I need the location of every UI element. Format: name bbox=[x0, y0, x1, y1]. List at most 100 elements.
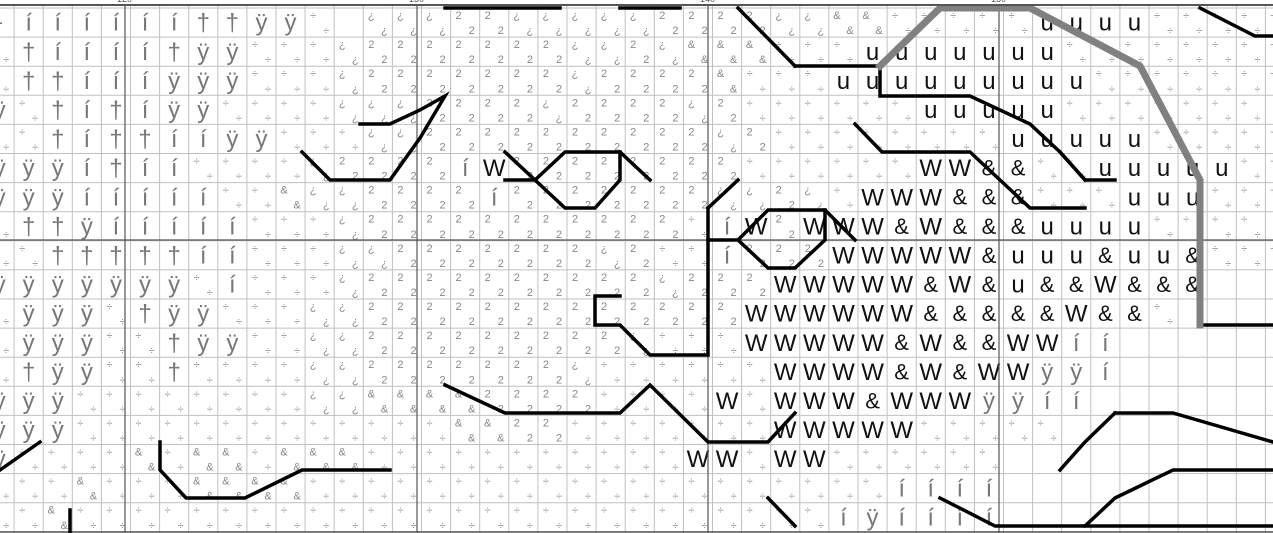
svg-text:ÿ: ÿ bbox=[197, 97, 209, 124]
svg-text:÷: ÷ bbox=[1008, 417, 1014, 429]
svg-text:W: W bbox=[949, 242, 972, 269]
svg-text:†: † bbox=[109, 97, 122, 124]
svg-text:÷: ÷ bbox=[323, 142, 329, 154]
svg-text:÷: ÷ bbox=[572, 505, 578, 517]
svg-text:÷: ÷ bbox=[1125, 68, 1131, 80]
svg-text:÷: ÷ bbox=[294, 142, 300, 154]
svg-text:2: 2 bbox=[630, 156, 636, 168]
svg-text:&: & bbox=[982, 272, 997, 297]
svg-text:÷: ÷ bbox=[1241, 156, 1247, 168]
svg-text:í: í bbox=[113, 39, 120, 66]
svg-text:÷: ÷ bbox=[805, 126, 811, 138]
svg-text:÷: ÷ bbox=[119, 345, 125, 357]
svg-text:ÿ: ÿ bbox=[52, 155, 64, 182]
svg-text:&: & bbox=[368, 388, 376, 400]
svg-text:¿: ¿ bbox=[339, 68, 346, 80]
pattern-grid[interactable]: -íííííí††ÿÿ÷÷¿¿¿¿¿¿2222¿¿¿¿¿¿¿¿¿¿2222222… bbox=[0, 6, 1273, 533]
svg-text:÷: ÷ bbox=[701, 491, 707, 503]
svg-text:÷: ÷ bbox=[601, 417, 607, 429]
svg-text:2: 2 bbox=[585, 258, 591, 270]
svg-text:†: † bbox=[51, 68, 64, 95]
svg-text:í: í bbox=[724, 242, 731, 269]
backstitch-lines-black bbox=[0, 6, 1273, 533]
svg-text:&: & bbox=[264, 491, 272, 503]
svg-text:W: W bbox=[861, 242, 884, 269]
svg-text:&: & bbox=[293, 200, 301, 212]
ruler-label: 130 bbox=[409, 0, 424, 4]
svg-text:÷: ÷ bbox=[135, 505, 141, 517]
svg-text:÷: ÷ bbox=[252, 156, 258, 168]
svg-text:÷: ÷ bbox=[1241, 68, 1247, 80]
svg-text:ÿ: ÿ bbox=[255, 126, 267, 153]
svg-text:÷: ÷ bbox=[281, 272, 287, 284]
svg-text:2: 2 bbox=[659, 126, 665, 138]
svg-text:÷: ÷ bbox=[90, 433, 96, 445]
svg-text:÷: ÷ bbox=[252, 330, 258, 342]
svg-text:÷: ÷ bbox=[630, 505, 636, 517]
svg-text:÷: ÷ bbox=[1154, 68, 1160, 80]
svg-text:u: u bbox=[1128, 10, 1141, 37]
svg-text:†: † bbox=[51, 126, 64, 153]
svg-text:¿: ¿ bbox=[410, 112, 417, 124]
svg-text:&: & bbox=[468, 433, 476, 445]
svg-text:÷: ÷ bbox=[1125, 39, 1131, 51]
svg-text:÷: ÷ bbox=[1167, 54, 1173, 66]
svg-text:÷: ÷ bbox=[135, 476, 141, 488]
svg-text:2: 2 bbox=[672, 25, 678, 37]
svg-text:2: 2 bbox=[688, 156, 694, 168]
svg-text:÷: ÷ bbox=[1212, 126, 1218, 138]
svg-text:W: W bbox=[949, 388, 972, 415]
svg-text:2: 2 bbox=[498, 258, 504, 270]
svg-text:¿: ¿ bbox=[630, 10, 637, 22]
svg-text:í: í bbox=[200, 213, 207, 240]
svg-text:&: & bbox=[1098, 301, 1113, 326]
svg-text:÷: ÷ bbox=[1270, 126, 1273, 138]
svg-text:u: u bbox=[1128, 213, 1141, 240]
svg-text:÷: ÷ bbox=[1254, 54, 1260, 66]
svg-text:-: - bbox=[0, 11, 3, 33]
svg-text:¿: ¿ bbox=[339, 97, 346, 109]
svg-text:&: & bbox=[222, 447, 230, 459]
svg-text:u: u bbox=[1157, 184, 1170, 211]
svg-text:¿: ¿ bbox=[601, 243, 608, 255]
svg-text:÷: ÷ bbox=[950, 447, 956, 459]
svg-text:¿: ¿ bbox=[397, 10, 404, 22]
svg-text:÷: ÷ bbox=[440, 462, 446, 474]
svg-text:÷: ÷ bbox=[194, 505, 200, 517]
svg-text:÷: ÷ bbox=[310, 126, 316, 138]
svg-text:2: 2 bbox=[543, 126, 549, 138]
svg-text:2: 2 bbox=[381, 374, 387, 386]
svg-text:2: 2 bbox=[701, 142, 707, 154]
svg-text:í: í bbox=[142, 68, 149, 95]
svg-text:÷: ÷ bbox=[1254, 25, 1260, 37]
svg-text:÷: ÷ bbox=[1067, 185, 1073, 197]
svg-text:2: 2 bbox=[514, 68, 520, 80]
svg-text:2: 2 bbox=[731, 25, 737, 37]
svg-text:÷: ÷ bbox=[352, 433, 358, 445]
svg-text:ÿ: ÿ bbox=[110, 272, 122, 299]
svg-text:¿: ¿ bbox=[585, 25, 592, 37]
svg-text:÷: ÷ bbox=[165, 388, 171, 400]
svg-text:÷: ÷ bbox=[281, 243, 287, 255]
svg-text:÷: ÷ bbox=[1138, 112, 1144, 124]
svg-text:¿: ¿ bbox=[601, 10, 608, 22]
svg-text:2: 2 bbox=[601, 272, 607, 284]
svg-text:2: 2 bbox=[614, 142, 620, 154]
svg-text:÷: ÷ bbox=[236, 316, 242, 328]
svg-text:2: 2 bbox=[485, 10, 491, 22]
svg-text:&: & bbox=[730, 54, 738, 66]
svg-text:¿: ¿ bbox=[397, 126, 404, 138]
svg-text:2: 2 bbox=[672, 83, 678, 95]
svg-text:÷: ÷ bbox=[747, 68, 753, 80]
svg-text:÷: ÷ bbox=[1225, 200, 1231, 212]
svg-text:÷: ÷ bbox=[3, 229, 9, 241]
svg-text:÷: ÷ bbox=[876, 171, 882, 183]
svg-text:í: í bbox=[142, 184, 149, 211]
svg-text:í: í bbox=[171, 126, 178, 153]
svg-text:÷: ÷ bbox=[90, 462, 96, 474]
svg-text:¿: ¿ bbox=[381, 112, 388, 124]
svg-text:÷: ÷ bbox=[950, 417, 956, 429]
svg-text:2: 2 bbox=[527, 258, 533, 270]
svg-text:¿: ¿ bbox=[601, 39, 608, 51]
svg-text:2: 2 bbox=[643, 258, 649, 270]
